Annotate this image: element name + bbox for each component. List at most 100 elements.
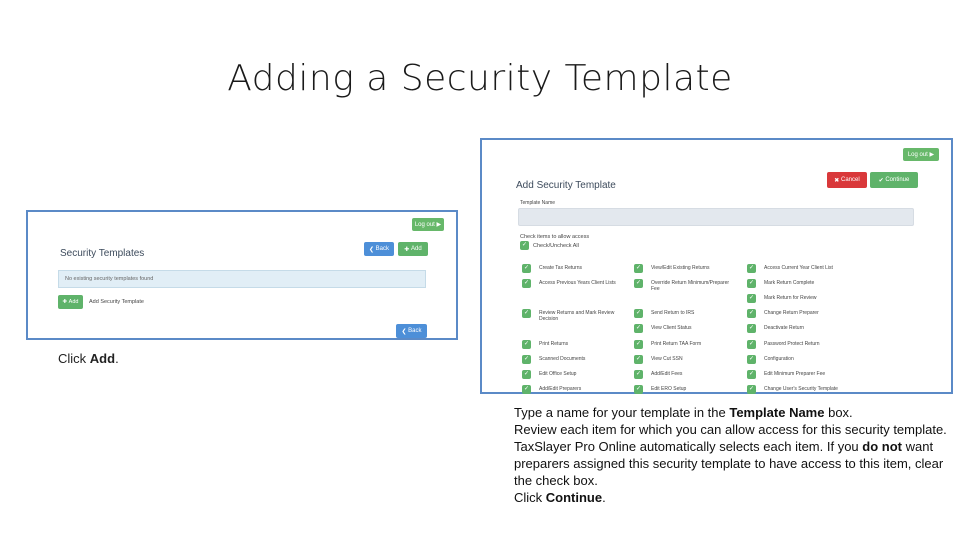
arrow-right-icon: ▶ — [929, 152, 935, 158]
permission-label: View Cut SSN — [651, 356, 683, 362]
permission-label: Override Return Minimum/Preparer Fee — [651, 280, 730, 292]
checkbox-icon[interactable]: ✓ — [747, 370, 756, 379]
permission-item[interactable]: ✓ Edit Minimum Preparer Fee — [747, 370, 846, 379]
checkbox-icon[interactable]: ✓ — [747, 309, 756, 318]
add-button-top[interactable]: ✚ Add — [398, 242, 428, 256]
checkbox-icon[interactable]: ✓ — [522, 340, 531, 349]
checkbox-icon[interactable]: ✓ — [522, 279, 531, 288]
checkbox-icon[interactable]: ✓ — [747, 264, 756, 273]
permission-item[interactable]: ✓ Password Protect Return — [747, 340, 846, 349]
permission-item[interactable]: ✓ Configuration — [747, 355, 846, 364]
checkbox-icon[interactable]: ✓ — [634, 264, 643, 273]
checkbox-icon[interactable]: ✓ — [522, 309, 531, 318]
logout-button[interactable]: Log out ▶ — [412, 218, 444, 231]
template-name-label: Template Name — [520, 200, 556, 206]
checkbox-icon[interactable]: ✓ — [747, 324, 756, 333]
checkbox-icon[interactable]: ✓ — [747, 355, 756, 364]
instruction-text: Review each item for which you can allow… — [514, 422, 947, 454]
permission-label: Print Return TAA Form — [651, 341, 702, 347]
permission-item[interactable]: ✓Scanned Documents — [522, 355, 621, 364]
permission-item[interactable]: ✓Deactivate Return — [747, 324, 846, 333]
permission-item[interactable]: ✓ Send Return to IRS — [634, 309, 733, 318]
logout-label: Log out — [414, 221, 435, 228]
permission-item[interactable]: ✓ Change User's Security Template — [747, 385, 846, 394]
add-template-button[interactable]: ✚ Add — [58, 295, 83, 309]
permission-item[interactable]: ✓ Change Return Preparer — [747, 309, 846, 318]
permission-item[interactable]: ✓ Add/Edit Fees — [634, 370, 733, 379]
permission-item[interactable]: ✓ Override Return Minimum/Preparer Fee — [634, 279, 733, 292]
permission-item[interactable]: ✓ Create Tax Returns — [522, 264, 621, 273]
permission-item[interactable]: ✓View/Edit Existing Returns — [634, 264, 733, 273]
permission-item[interactable]: ✓ Print Return TAA Form — [634, 340, 733, 349]
permission-item[interactable]: ✓Print Returns — [522, 340, 621, 349]
checkbox-icon[interactable]: ✓ — [634, 324, 643, 333]
instruction-bold: Template Name — [729, 405, 825, 420]
click-add-caption: Click Add. — [58, 351, 119, 366]
checkbox-icon[interactable]: ✓ — [747, 340, 756, 349]
plus-icon: ✚ — [404, 246, 410, 253]
empty-notice: No existing security templates found — [58, 270, 426, 288]
chevron-left-icon: ❮ — [401, 328, 407, 335]
permission-label: Review Returns and Mark Review Decision — [539, 310, 615, 322]
caption-prefix: Click — [58, 351, 90, 366]
continue-button[interactable]: ✔ Continue — [870, 172, 918, 188]
back-button-top[interactable]: ❮ Back — [364, 242, 394, 256]
template-name-input[interactable] — [518, 208, 914, 226]
permission-item[interactable]: ✓ Edit Office Setup — [522, 370, 621, 379]
checkbox-icon[interactable]: ✓ — [634, 340, 643, 349]
cancel-label: Cancel — [841, 177, 860, 183]
permission-label: Send Return to IRS — [651, 310, 695, 316]
checkbox-icon[interactable]: ✓ — [522, 264, 531, 273]
logout-button[interactable]: Log out ▶ — [903, 148, 939, 161]
back-button-bottom[interactable]: ❮ Back — [396, 324, 427, 338]
permission-label: Change Return Preparer — [764, 310, 819, 316]
checkbox-icon[interactable]: ✓ — [520, 241, 529, 250]
checkbox-icon[interactable]: ✓ — [747, 279, 756, 288]
permission-item[interactable]: ✓ Mark Return Complete — [747, 279, 846, 288]
permission-label: Mark Return for Review — [764, 295, 817, 301]
instruction-text: box. — [824, 405, 853, 420]
instruction-text: Click — [514, 490, 546, 505]
page-heading: Security Templates — [60, 248, 145, 259]
checkbox-icon[interactable]: ✓ — [522, 370, 531, 379]
checkbox-icon[interactable]: ✓ — [634, 385, 643, 394]
checkbox-icon[interactable]: ✓ — [634, 355, 643, 364]
continue-label: Continue — [885, 177, 910, 183]
cancel-button[interactable]: ✖ Cancel — [827, 172, 867, 188]
permission-label: Change User's Security Template — [764, 386, 838, 392]
arrow-right-icon: ▶ — [436, 222, 442, 228]
permission-item[interactable]: ✓Add/Edit Preparers — [522, 385, 621, 394]
permission-label: Edit Office Setup — [539, 371, 577, 377]
checkbox-icon[interactable]: ✓ — [634, 279, 643, 288]
instruction-line-2: Review each item for which you can allow… — [514, 421, 954, 489]
permission-label: Edit ERO Setup — [651, 386, 687, 392]
add-security-template-screenshot: Log out ▶ ✖ Cancel ✔ Continue Add Securi… — [480, 138, 953, 394]
permission-item[interactable]: ✓ Edit ERO Setup — [634, 385, 733, 394]
checkbox-icon[interactable]: ✓ — [522, 385, 531, 394]
checkbox-icon[interactable]: ✓ — [634, 309, 643, 318]
checkbox-icon[interactable]: ✓ — [634, 370, 643, 379]
checkbox-icon[interactable]: ✓ — [747, 294, 756, 303]
checkbox-icon[interactable]: ✓ — [522, 355, 531, 364]
permission-item[interactable]: ✓View Client Status — [634, 324, 733, 333]
permission-label: Edit Minimum Preparer Fee — [764, 371, 826, 377]
close-icon: ✖ — [834, 177, 840, 184]
check-items-header: Check items to allow access — [520, 234, 590, 240]
checkbox-icon[interactable]: ✓ — [747, 385, 756, 394]
permission-label: Mark Return Complete — [764, 280, 815, 286]
permission-label: Create Tax Returns — [539, 265, 582, 271]
permission-item[interactable]: ✓ Review Returns and Mark Review Decision — [522, 309, 621, 322]
permission-label: Add/Edit Fees — [651, 371, 683, 377]
instruction-bold: Continue — [545, 490, 603, 505]
permission-item[interactable]: ✓ Access Current Year Client List — [747, 264, 846, 273]
permission-item[interactable]: ✓Access Previous Years Client Lists — [522, 279, 621, 288]
permission-label: Access Current Year Client List — [764, 265, 833, 271]
check-all-label: Check/Uncheck All — [533, 242, 579, 249]
permission-item[interactable]: ✓ View Cut SSN — [634, 355, 733, 364]
permission-label: Password Protect Return — [764, 341, 820, 347]
logout-label: Log out — [907, 151, 928, 158]
add-label: Add — [411, 246, 422, 252]
check-all-toggle[interactable]: ✓ Check/Uncheck All — [520, 241, 579, 250]
permission-label: Configuration — [764, 356, 794, 362]
permission-item[interactable]: ✓ Mark Return for Review — [747, 294, 846, 303]
